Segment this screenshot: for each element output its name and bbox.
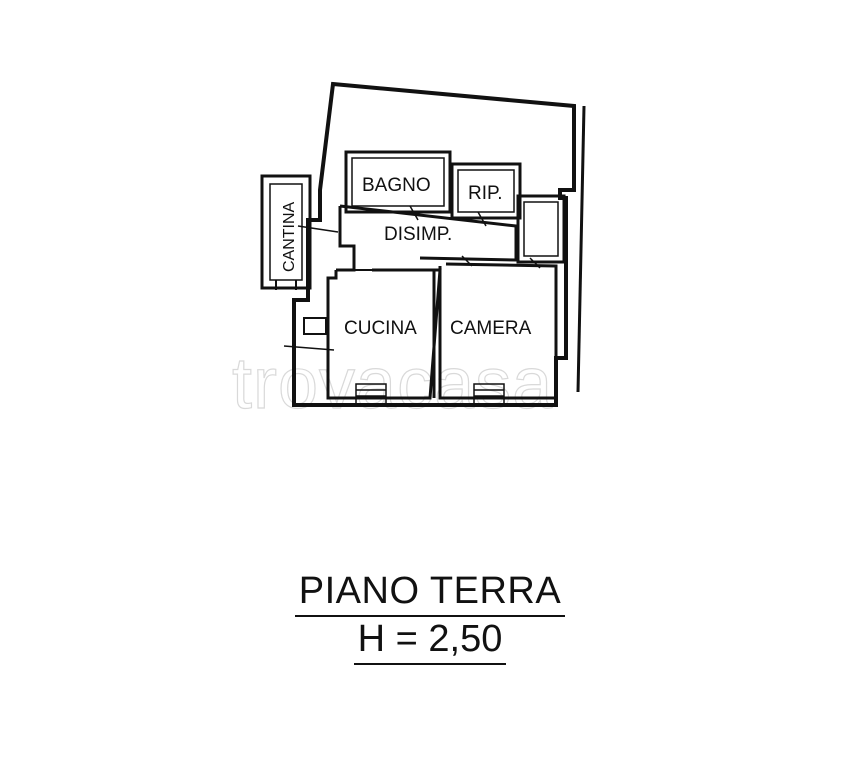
window-camera [473,383,505,405]
floor-height: H = 2,50 [0,618,860,665]
label-cantina: CANTINA [281,201,298,272]
label-cucina: CUCINA [344,318,417,339]
floor-title: PIANO TERRA [0,570,860,617]
exterior-line [576,105,586,393]
camera-room [438,262,558,400]
rip-room [450,162,522,220]
closet [516,194,566,264]
floor-plan: trovacasa [231,81,586,425]
window-cucina [355,383,387,405]
label-rip: RIP. [468,183,503,204]
floor-height-text: H = 2,50 [353,618,507,665]
floor-title-text: PIANO TERRA [294,570,566,617]
watermark: trovacasa [232,344,553,424]
label-camera: CAMERA [450,318,532,339]
label-bagno: BAGNO [362,175,431,196]
label-disimp: DISIMP. [384,224,452,245]
cantina-room [260,174,312,290]
